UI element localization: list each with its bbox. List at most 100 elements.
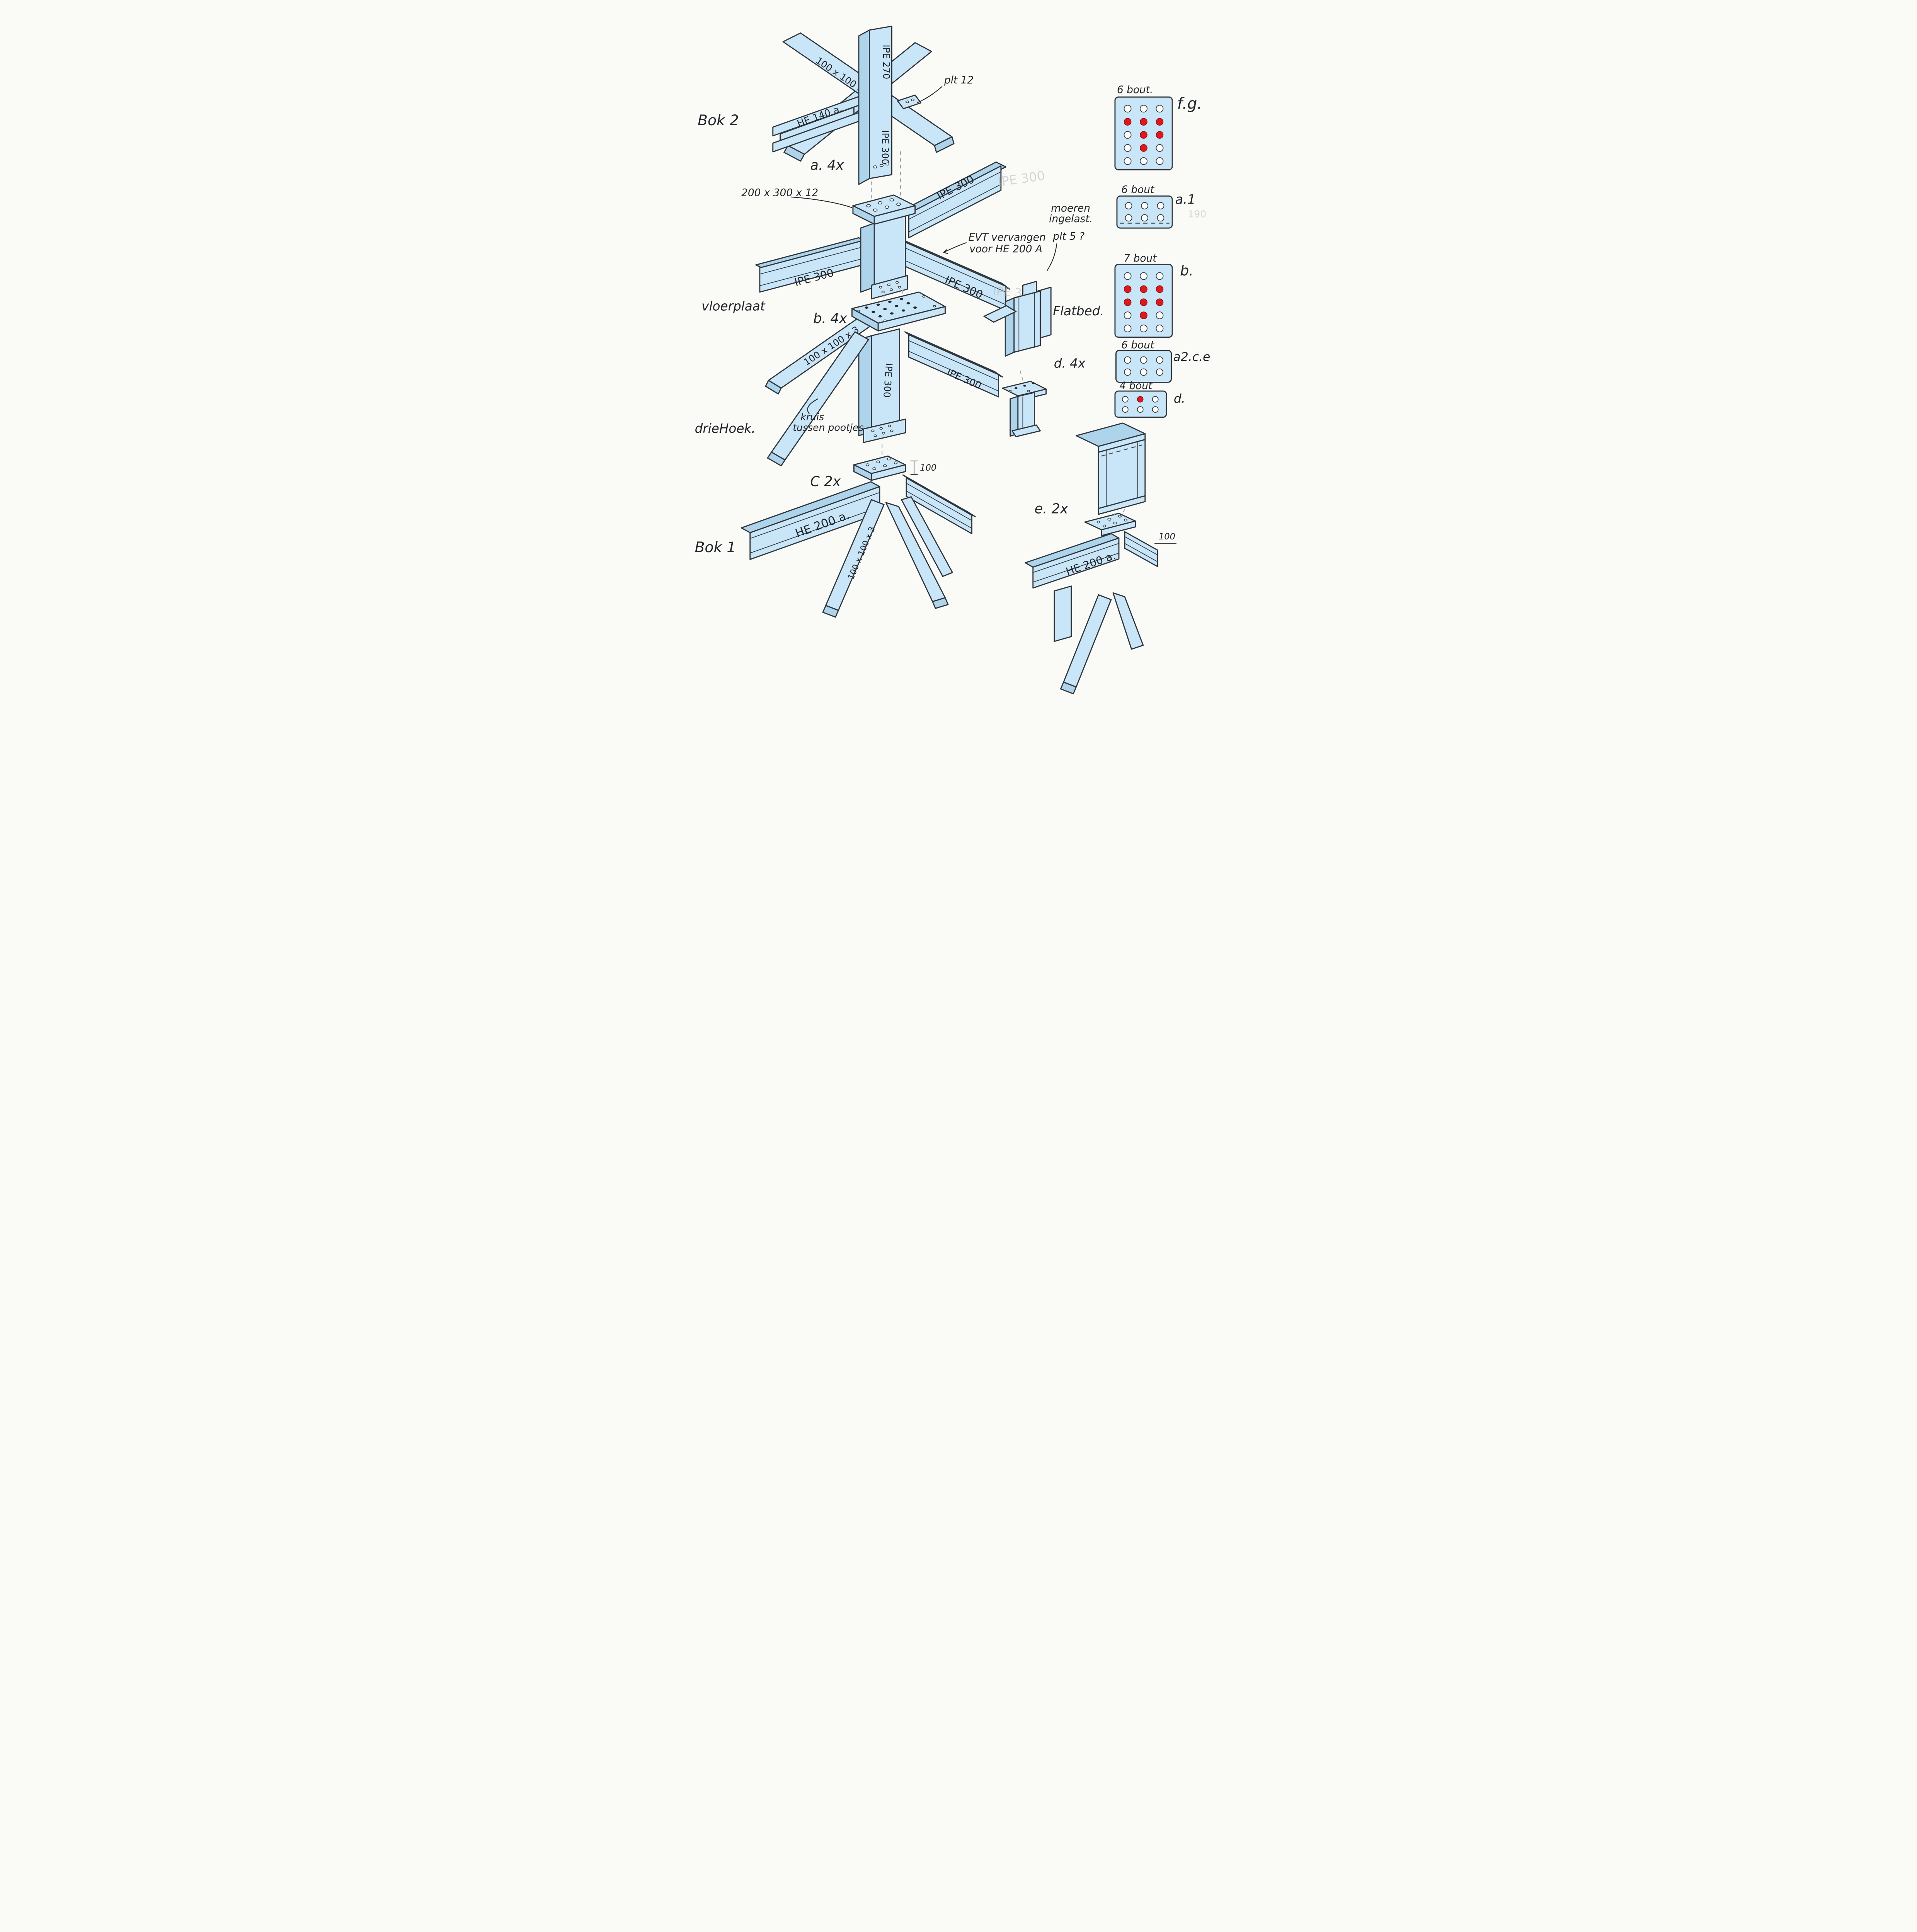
kruis-note-line1: kruis [800, 411, 824, 422]
plt12-label: plt 12 [944, 75, 974, 86]
bolt-holes [871, 425, 894, 437]
construction-line [1019, 369, 1023, 381]
label-bok2: Bok 2 [698, 112, 739, 129]
bolt-hole [1125, 214, 1132, 222]
bolt-hole [1124, 131, 1132, 139]
bolt-filled [1124, 285, 1132, 293]
a1-name: a.1 [1175, 192, 1196, 207]
assembly-node: IPE 300 IPE 300 IPE 300 [741, 161, 1093, 327]
d-column-stub [1010, 392, 1041, 437]
e-dimension: 100 [1154, 532, 1177, 544]
column-ipe270: IPE 270 IPE 300 [858, 26, 892, 185]
d-name: d. [1174, 392, 1185, 406]
bolt-filled [1156, 298, 1164, 306]
e-beam-right [1124, 531, 1158, 567]
assembly-a: 100 x 100 x 3 HE 140 a. IPE 270 IPE 300 [772, 26, 974, 205]
bolt-hole [1140, 272, 1147, 280]
bolt-hole [1124, 325, 1132, 332]
bolt-hole [1140, 325, 1147, 332]
moeren-note-line2: ingelast. [1049, 213, 1093, 225]
e-cap-plate [1084, 512, 1136, 536]
b-plate [851, 291, 946, 332]
cap-plate [852, 194, 916, 225]
bolt-hole [1125, 202, 1132, 209]
hidden-line [1101, 444, 1142, 457]
bolt-hole [1157, 202, 1165, 209]
bolt-plate-a1: 6 bout [1116, 184, 1173, 229]
bolt-hole [1122, 406, 1129, 413]
a2ce-count-label: 6 bout [1121, 340, 1155, 351]
column-top-label: IPE 270 [881, 45, 892, 80]
he140-beam: HE 140 a. [772, 95, 861, 153]
e-vertical-beam [1076, 422, 1146, 515]
bolt-hole [1141, 202, 1148, 209]
node-column [860, 214, 908, 299]
drilled-holes [857, 295, 936, 322]
bolt-filled [1124, 298, 1132, 306]
bolt-plate-fg: 6 bout. [1114, 84, 1173, 170]
bolt-filled [1140, 298, 1147, 306]
bolt-hole [1124, 272, 1132, 280]
kruis-leader [807, 398, 819, 414]
c-beam-right [902, 474, 976, 534]
assembly-a-count: a. 4x [810, 157, 844, 173]
bolt-hole [1152, 406, 1159, 413]
bolt-hole [1140, 157, 1147, 165]
c-dimension: 100 [910, 460, 936, 475]
bolt-hole [1124, 356, 1131, 364]
evt-arrowhead [943, 249, 948, 254]
c-he200-beam: HE 200 a. [741, 481, 880, 560]
b-count-label: 7 bout [1124, 253, 1158, 264]
assembly-e-count: e. 2x [1035, 501, 1069, 517]
bolt-hole [1124, 157, 1132, 165]
assembly-b-count: b. 4x [813, 311, 848, 327]
e-web-plate [1054, 585, 1072, 642]
sketch-page: Bok 2 vloerplaat drieHoek. Bok 1 100 x 1… [688, 0, 1229, 773]
bolt-holes [865, 457, 898, 470]
fg-name: f.g. [1177, 95, 1202, 112]
label-bok1: Bok 1 [695, 539, 736, 556]
assembly-e: HE 200 a. 100 e. 2x [1025, 422, 1177, 694]
bolt-hole [1122, 396, 1129, 403]
a2ce-name: a2.c.e [1173, 350, 1210, 364]
flatbed-channel [1004, 290, 1041, 357]
bolt-plate-a2ce: 6 bout [1115, 340, 1172, 383]
bolt-hole [1124, 144, 1132, 152]
kruis-note-line2: tussen pootjes [793, 422, 863, 433]
bolt-holes [866, 198, 901, 212]
bolt-hole [1137, 406, 1144, 413]
evt-note-line1: EVT vervangen [969, 232, 1046, 243]
bolt-hole [1140, 368, 1147, 376]
plt5-label: plt 5 ? [1052, 231, 1084, 242]
c-leg-back [901, 496, 953, 577]
flatbed-label: Flatbed. [1053, 304, 1104, 318]
label-driehoek: drieHoek. [695, 421, 756, 436]
e-leg-left [1060, 594, 1112, 694]
bolt-plate-b: 7 bout [1114, 253, 1173, 338]
bolt-filled [1140, 311, 1147, 319]
bolt-hole [1152, 396, 1159, 403]
bolt-filled [1156, 285, 1164, 293]
bolt-filled [1140, 144, 1147, 152]
bolt-hole [1156, 356, 1163, 364]
e-leg-right [1112, 592, 1144, 650]
bolt-hole [1156, 311, 1164, 320]
bolt-hole [1124, 311, 1132, 320]
bolt-hole [1156, 157, 1164, 165]
flatbed-count: d. 4x [1054, 356, 1086, 371]
bolt-filled [1140, 285, 1147, 293]
bolt-filled [1156, 131, 1164, 139]
bolt-hole [1156, 105, 1164, 113]
evt-note-line2: voor HE 200 A [969, 243, 1042, 255]
a1-count-label: 6 bout [1121, 184, 1155, 196]
plate-size-label: 200 x 300 x 12 [741, 187, 818, 199]
c-leg-right [885, 502, 949, 609]
bolt-hole [1124, 368, 1131, 376]
steel-connection-sketch: Bok 2 vloerplaat drieHoek. Bok 1 100 x 1… [688, 0, 1229, 773]
plt12-leader [917, 86, 943, 104]
assembly-b: IPE 300 IPE 300 100 x 100 x 3 [765, 291, 1003, 466]
bolt-hole [1157, 214, 1165, 222]
bolt-hole [1140, 105, 1147, 113]
construction-line [1109, 509, 1125, 522]
bolt-filled [1140, 131, 1147, 139]
